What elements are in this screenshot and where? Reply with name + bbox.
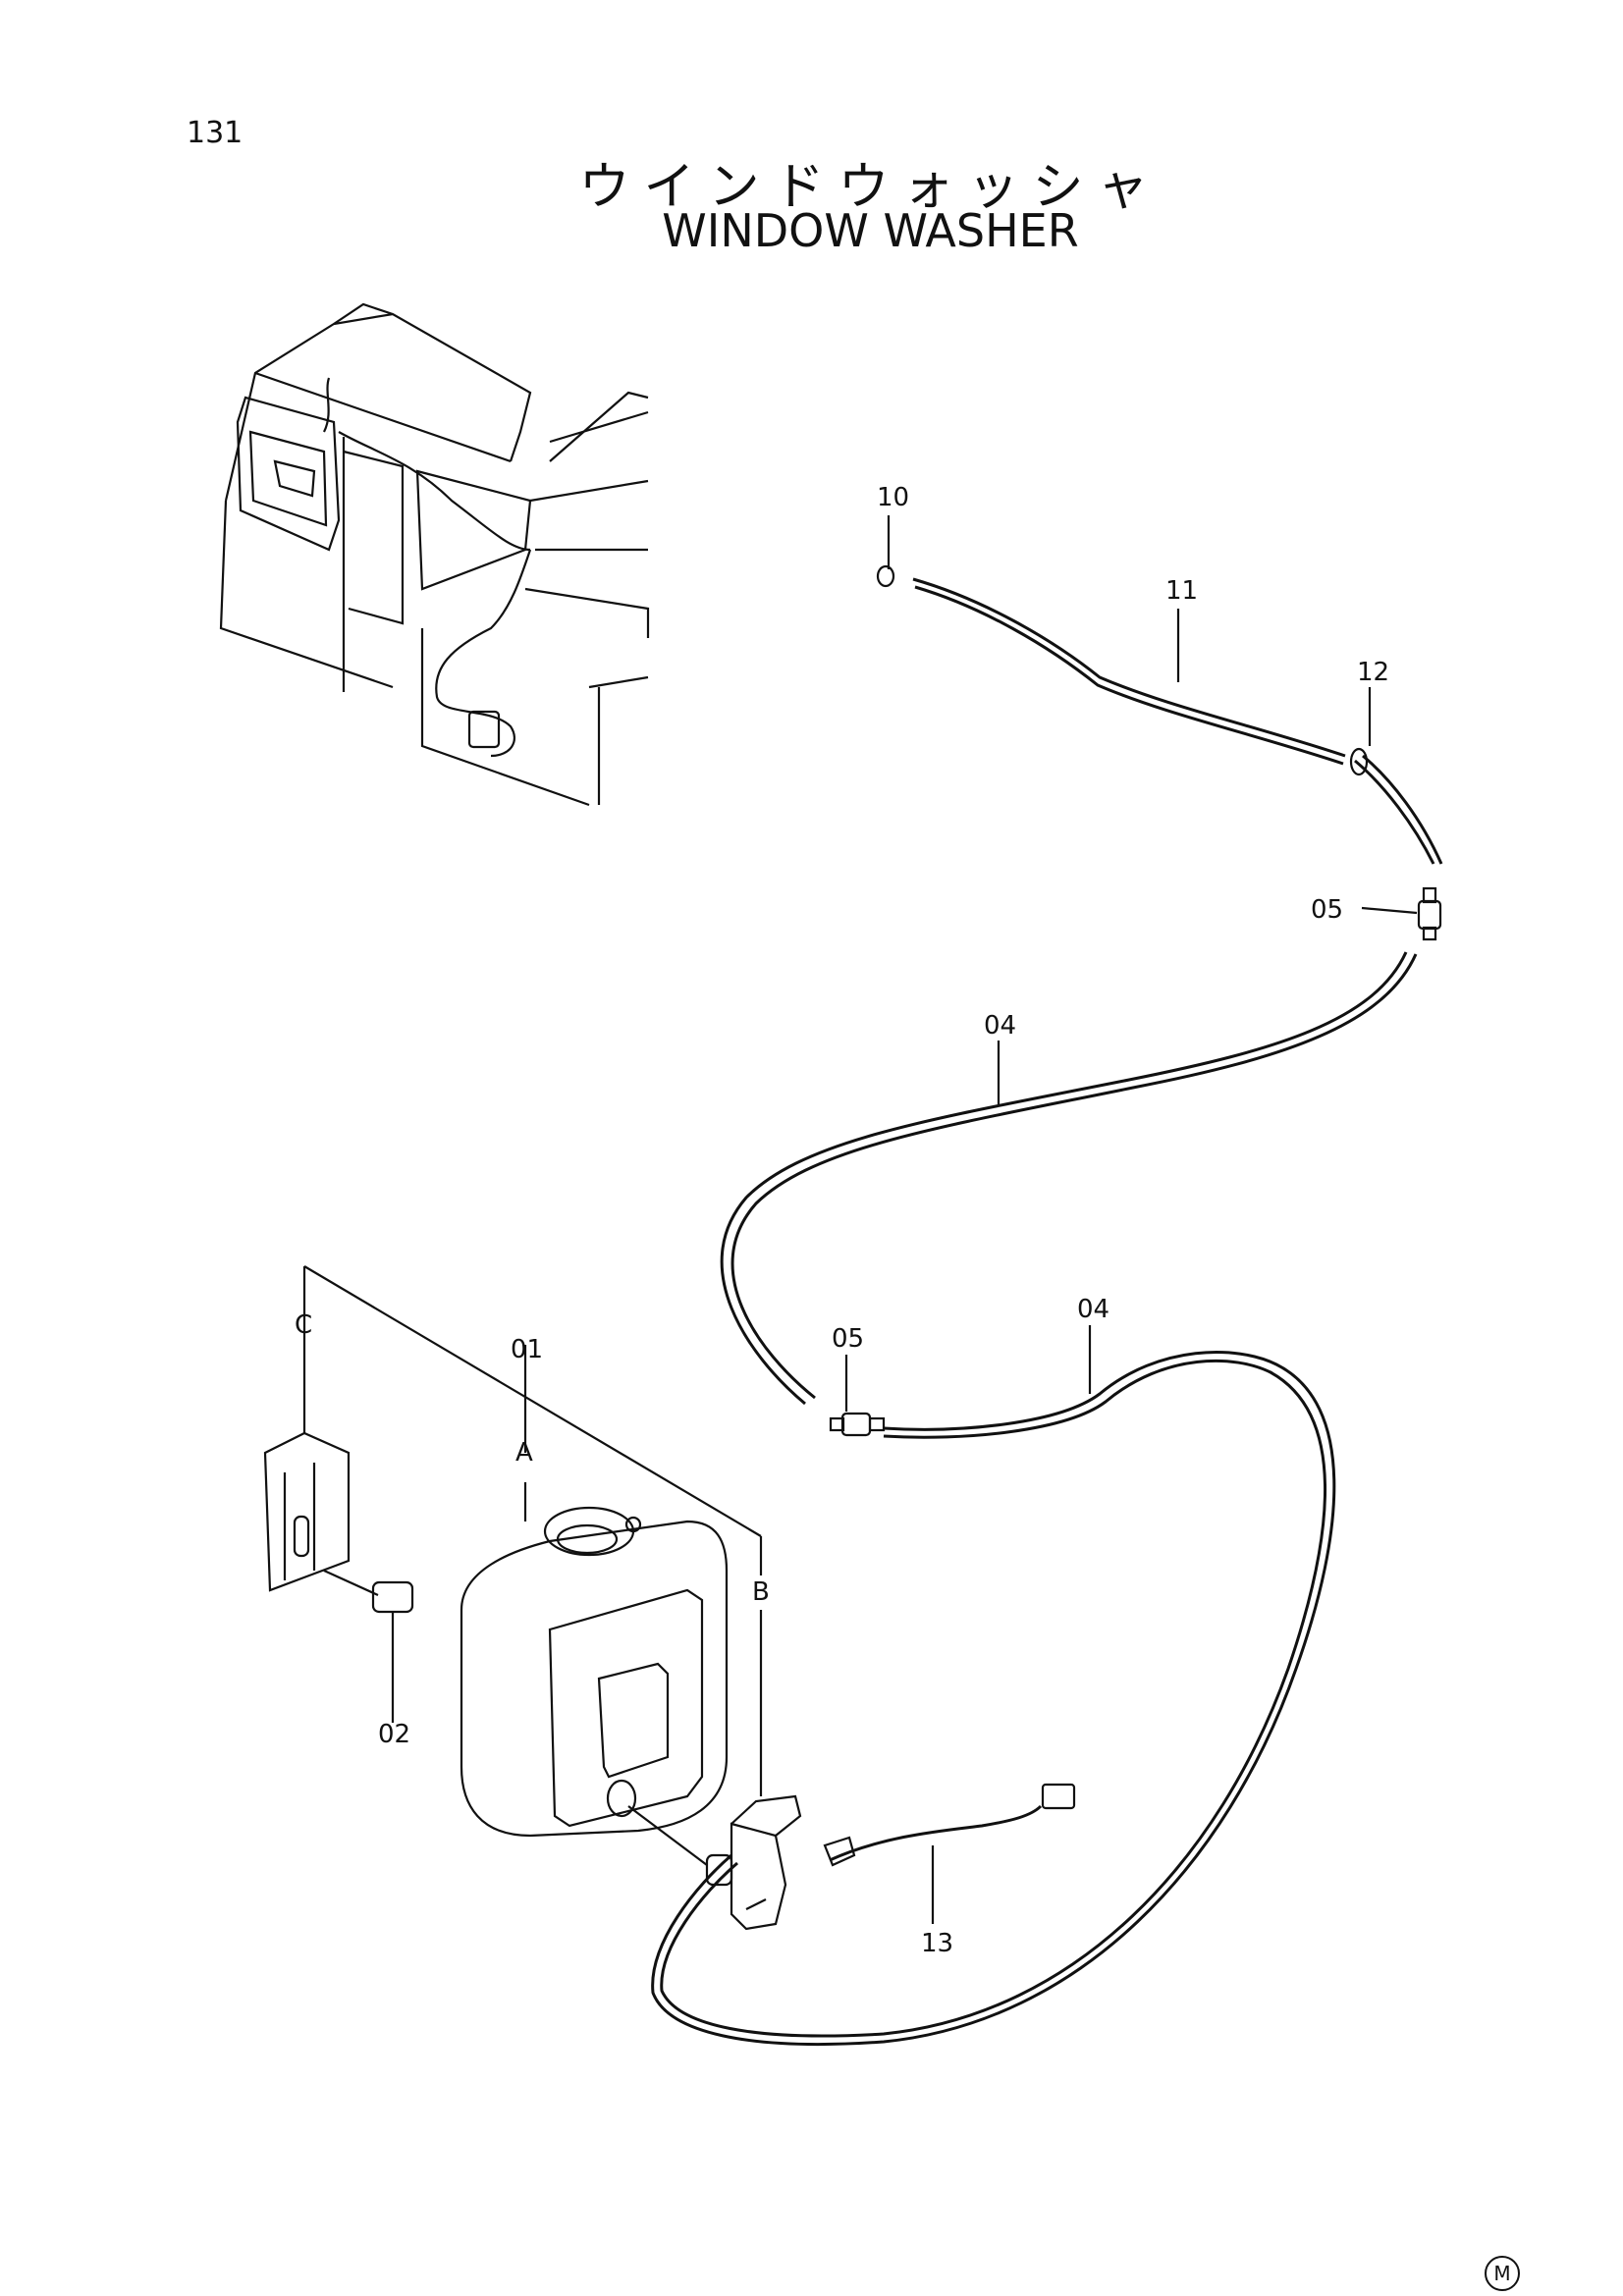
callout-04-lower: 04	[1077, 1295, 1109, 1324]
bracket-c	[263, 1431, 351, 1592]
callout-a: A	[515, 1438, 533, 1468]
bolt-02	[323, 1569, 414, 1693]
callout-04-upper: 04	[984, 1011, 1016, 1041]
corner-mark: M	[1485, 2256, 1520, 2291]
callout-05-upper: 05	[1311, 895, 1343, 925]
callout-02: 02	[378, 1720, 410, 1749]
clamp-12	[1349, 747, 1369, 776]
hose-11	[912, 577, 1346, 758]
callout-01: 01	[511, 1335, 543, 1364]
hose-04-upper	[720, 951, 1408, 1406]
callout-b: B	[752, 1577, 770, 1607]
title-japanese: ウインドウォッシャ	[578, 158, 1163, 217]
callout-10: 10	[877, 483, 909, 512]
harness-13	[823, 1783, 1076, 1867]
callout-05-lower: 05	[832, 1324, 864, 1354]
cap-10	[876, 564, 895, 588]
callout-12: 12	[1357, 658, 1389, 687]
washer-pump	[627, 1794, 802, 1931]
title-english: WINDOW WASHER	[662, 204, 1079, 257]
tank-01	[460, 1506, 729, 1838]
joint-05-lower	[829, 1412, 886, 1437]
cab-inset-illustration	[219, 302, 650, 807]
leader-lines	[302, 515, 1418, 1924]
hose-04-lower	[651, 1351, 1336, 2047]
callout-11: 11	[1165, 576, 1198, 606]
callout-13: 13	[921, 1929, 953, 1958]
callout-c: C	[295, 1310, 312, 1340]
page-number: 131	[187, 116, 243, 150]
joint-05-upper	[1417, 886, 1442, 941]
